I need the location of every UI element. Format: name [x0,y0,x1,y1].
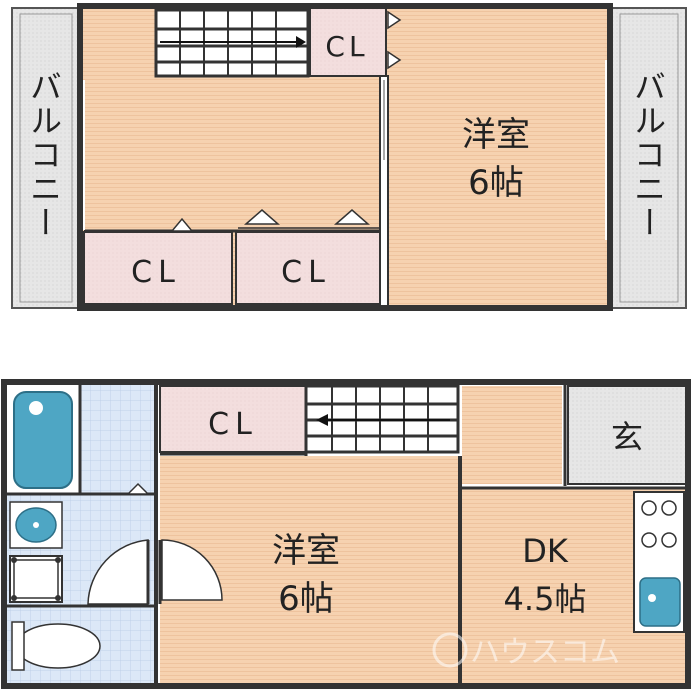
upper-closet-bottom-left-label: CL [131,255,181,290]
upper-room-right-size: 6帖 [468,163,524,203]
lower-floor [1,379,691,689]
upper-stairs [154,8,310,78]
upper-closet-bottom-mid [235,231,381,305]
balcony-right-label: バルコニー [629,70,667,240]
upper-closet-top [309,7,387,77]
entrance-label: 玄 [611,418,643,456]
bathtub [13,391,73,489]
upper-closet-top-label: CL [325,30,368,63]
kitchen-sink [639,577,681,627]
balcony-left-label: バルコニー [25,70,63,240]
lower-room-center-type: 洋室 [272,531,340,571]
watermark-text: ハウスコム [470,635,620,670]
dk-size-label: 4.5帖 [504,580,587,618]
watermark: ハウスコム [432,632,620,670]
upper-closet-bottom-mid-label: CL [281,255,331,290]
upper-floor [11,3,687,311]
lower-stairs [304,384,460,454]
lower-closet-label: CL [208,407,258,442]
lower-room-center-size: 6帖 [278,579,334,619]
balcony-right [611,7,687,309]
dk-type-label: DK [522,532,569,570]
toilet [15,623,101,669]
lower-closet [159,385,307,453]
balcony-left [11,7,79,309]
entrance [567,385,687,485]
stove-burner [641,500,657,516]
upper-room-right-type: 洋室 [462,115,530,155]
upper-closet-bottom-left [83,231,233,305]
room-door [161,539,223,601]
washing-machine [13,559,59,599]
